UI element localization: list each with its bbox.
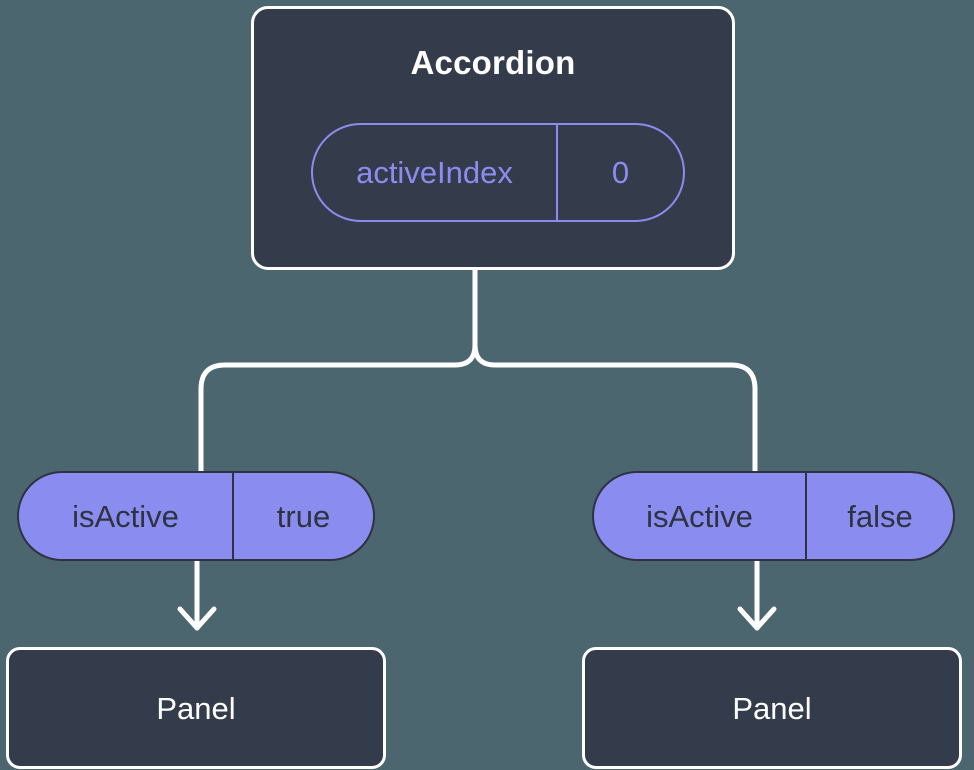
node-accordion[interactable]: Accordion activeIndex 0 — [251, 6, 735, 270]
accordion-to-branches-trunk — [472, 267, 758, 474]
panel-left-title: Panel — [156, 690, 236, 726]
edge-accordion-to-left-pill — [198, 342, 478, 474]
prop-pill-left-value: true — [276, 498, 331, 534]
prop-pill-right-is-active[interactable]: isActive false — [592, 471, 955, 561]
prop-pill-right-value: false — [847, 498, 913, 534]
arrow-right-pill-to-panel-head — [737, 606, 777, 631]
prop-pill-right-key: isActive — [594, 473, 807, 559]
accordion-title: Accordion — [410, 44, 576, 81]
state-pill-active-index[interactable]: activeIndex 0 — [311, 123, 685, 222]
node-panel-right[interactable]: Panel — [582, 647, 962, 769]
panel-right-title: Panel — [732, 690, 812, 726]
node-panel-left[interactable]: Panel — [6, 647, 386, 769]
state-pill-key: activeIndex — [313, 125, 558, 220]
arrow-left-pill-to-panel-head — [177, 606, 217, 631]
prop-pill-left-key: isActive — [19, 473, 234, 559]
prop-pill-left-is-active[interactable]: isActive true — [17, 471, 375, 561]
state-pill-value: 0 — [611, 155, 630, 190]
